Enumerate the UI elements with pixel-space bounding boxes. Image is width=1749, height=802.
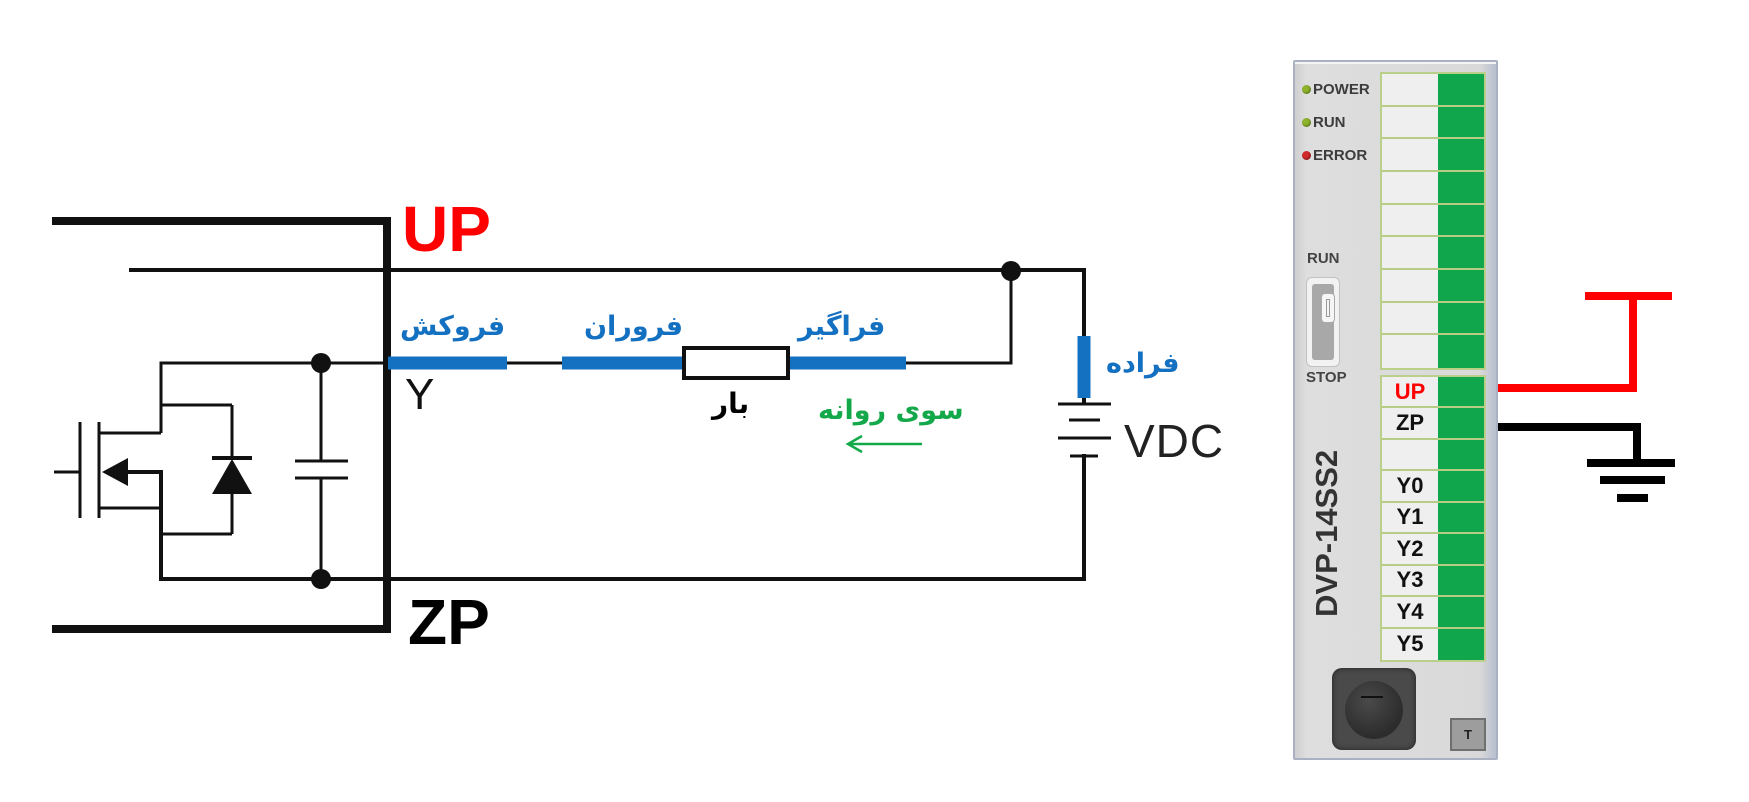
- load-resistor-icon: [682, 346, 790, 380]
- knob-indicator: [1361, 696, 1383, 698]
- vdc-label: VDC: [1124, 415, 1225, 467]
- load-label: بار: [712, 387, 750, 420]
- module-outline-top: [52, 217, 391, 633]
- output-terminal-label: [1382, 439, 1438, 470]
- top-terminal-row: [1382, 139, 1484, 172]
- top-terminal-label: [1382, 74, 1438, 105]
- output-terminal-screw[interactable]: [1438, 439, 1484, 470]
- top-terminal-row: [1382, 171, 1484, 205]
- top-terminal-label: [1382, 302, 1438, 334]
- output-terminal-label: Y4: [1382, 597, 1438, 627]
- output-terminal-screw[interactable]: [1438, 377, 1484, 407]
- capacitor-icon: [295, 363, 348, 579]
- top-terminal-screw[interactable]: [1438, 335, 1484, 368]
- top-terminal-row: [1382, 269, 1484, 303]
- top-terminal-row: [1382, 74, 1484, 107]
- up-wire-red: [1461, 296, 1637, 392]
- collector-label: فراگیر: [798, 311, 886, 342]
- top-terminal-screw[interactable]: [1438, 269, 1484, 301]
- top-terminal-screw[interactable]: [1438, 204, 1484, 236]
- output-terminal-screw[interactable]: [1438, 502, 1484, 533]
- plc-model-label: DVP-14SS2: [1309, 449, 1344, 617]
- diode-icon: [161, 403, 252, 536]
- output-terminal-row: Y2: [1382, 534, 1484, 566]
- output-terminal-label: Y3: [1382, 565, 1438, 596]
- led-error-icon: [1302, 151, 1311, 160]
- top-terminal-screw[interactable]: [1438, 302, 1484, 334]
- top-terminal-label: [1382, 237, 1438, 268]
- led-power-icon: [1302, 85, 1311, 94]
- switch-track: [1312, 284, 1335, 360]
- status-led-power: POWER: [1302, 81, 1370, 98]
- junction-dot-zp: [311, 569, 331, 589]
- switch-run-label: RUN: [1307, 250, 1340, 267]
- potentiometer-knob[interactable]: [1332, 668, 1416, 750]
- up-terminal-label: UP: [402, 193, 491, 265]
- top-terminal-row: [1382, 335, 1484, 368]
- top-terminal-screw[interactable]: [1438, 237, 1484, 268]
- battery-icon: [1058, 402, 1111, 458]
- output-terminal-screw[interactable]: [1438, 408, 1484, 438]
- source-label: فروران: [584, 311, 684, 342]
- output-terminal-screw[interactable]: [1438, 597, 1484, 627]
- output-terminal-screw[interactable]: [1438, 628, 1484, 660]
- status-led-error: ERROR: [1302, 147, 1367, 164]
- knob-icon: [1345, 681, 1403, 739]
- output-terminal-row: Y1: [1382, 502, 1484, 535]
- output-terminal-row: Y4: [1382, 597, 1484, 629]
- led-run-label: RUN: [1313, 114, 1346, 131]
- output-terminal-row: ZP: [1382, 408, 1484, 440]
- status-led-run: RUN: [1302, 114, 1346, 131]
- zp-wire-black: [1450, 423, 1641, 462]
- y-terminal-label: Y: [405, 370, 435, 419]
- led-run-icon: [1302, 118, 1311, 127]
- output-terminal-screw[interactable]: [1438, 534, 1484, 564]
- top-terminal-row: [1382, 106, 1484, 140]
- sink-label: فروکش: [400, 311, 506, 342]
- led-error-label: ERROR: [1313, 147, 1368, 164]
- output-terminal-label: Y5: [1382, 628, 1438, 660]
- top-terminal-label: [1382, 171, 1438, 203]
- output-terminal-row: UP: [1382, 377, 1484, 409]
- top-terminal-label: [1382, 139, 1438, 170]
- output-terminal-label: UP: [1382, 377, 1438, 407]
- supply-label: فراده: [1106, 348, 1180, 379]
- output-terminal-screw[interactable]: [1438, 471, 1484, 501]
- top-terminal-block: [1380, 72, 1486, 370]
- top-terminal-screw[interactable]: [1438, 171, 1484, 203]
- top-terminal-row: [1382, 204, 1484, 238]
- output-terminal-label: Y0: [1382, 471, 1438, 501]
- output-terminal-label: ZP: [1382, 408, 1438, 438]
- switch-stop-label: STOP: [1306, 369, 1347, 386]
- t-button[interactable]: T: [1450, 718, 1486, 751]
- output-terminal-row: Y5: [1382, 628, 1484, 660]
- top-terminal-label: [1382, 204, 1438, 236]
- switch-knob: [1321, 293, 1335, 323]
- run-stop-switch[interactable]: [1306, 277, 1340, 367]
- output-terminal-label: Y1: [1382, 502, 1438, 533]
- output-terminal-row: [1382, 439, 1484, 472]
- top-terminal-screw[interactable]: [1438, 74, 1484, 105]
- top-terminal-screw[interactable]: [1438, 106, 1484, 138]
- top-terminal-label: [1382, 335, 1438, 368]
- output-terminal-row: Y3: [1382, 565, 1484, 598]
- top-terminal-screw[interactable]: [1438, 139, 1484, 170]
- ground-icon: [1587, 459, 1675, 502]
- output-terminal-label: Y2: [1382, 534, 1438, 564]
- zp-terminal-label: ZP: [408, 586, 490, 658]
- junction-dot-y: [311, 353, 331, 373]
- current-flow-label: سوی روانه: [818, 395, 964, 426]
- top-terminal-label: [1382, 106, 1438, 138]
- output-terminal-screw[interactable]: [1438, 565, 1484, 596]
- output-terminal-row: Y0: [1382, 471, 1484, 503]
- mosfet-icon: [54, 363, 163, 579]
- led-power-label: POWER: [1313, 81, 1370, 98]
- top-terminal-label: [1382, 269, 1438, 301]
- top-terminal-row: [1382, 237, 1484, 270]
- top-terminal-row: [1382, 302, 1484, 336]
- current-flow-arrow-icon: [845, 434, 922, 454]
- junction-dot-up: [1001, 261, 1021, 281]
